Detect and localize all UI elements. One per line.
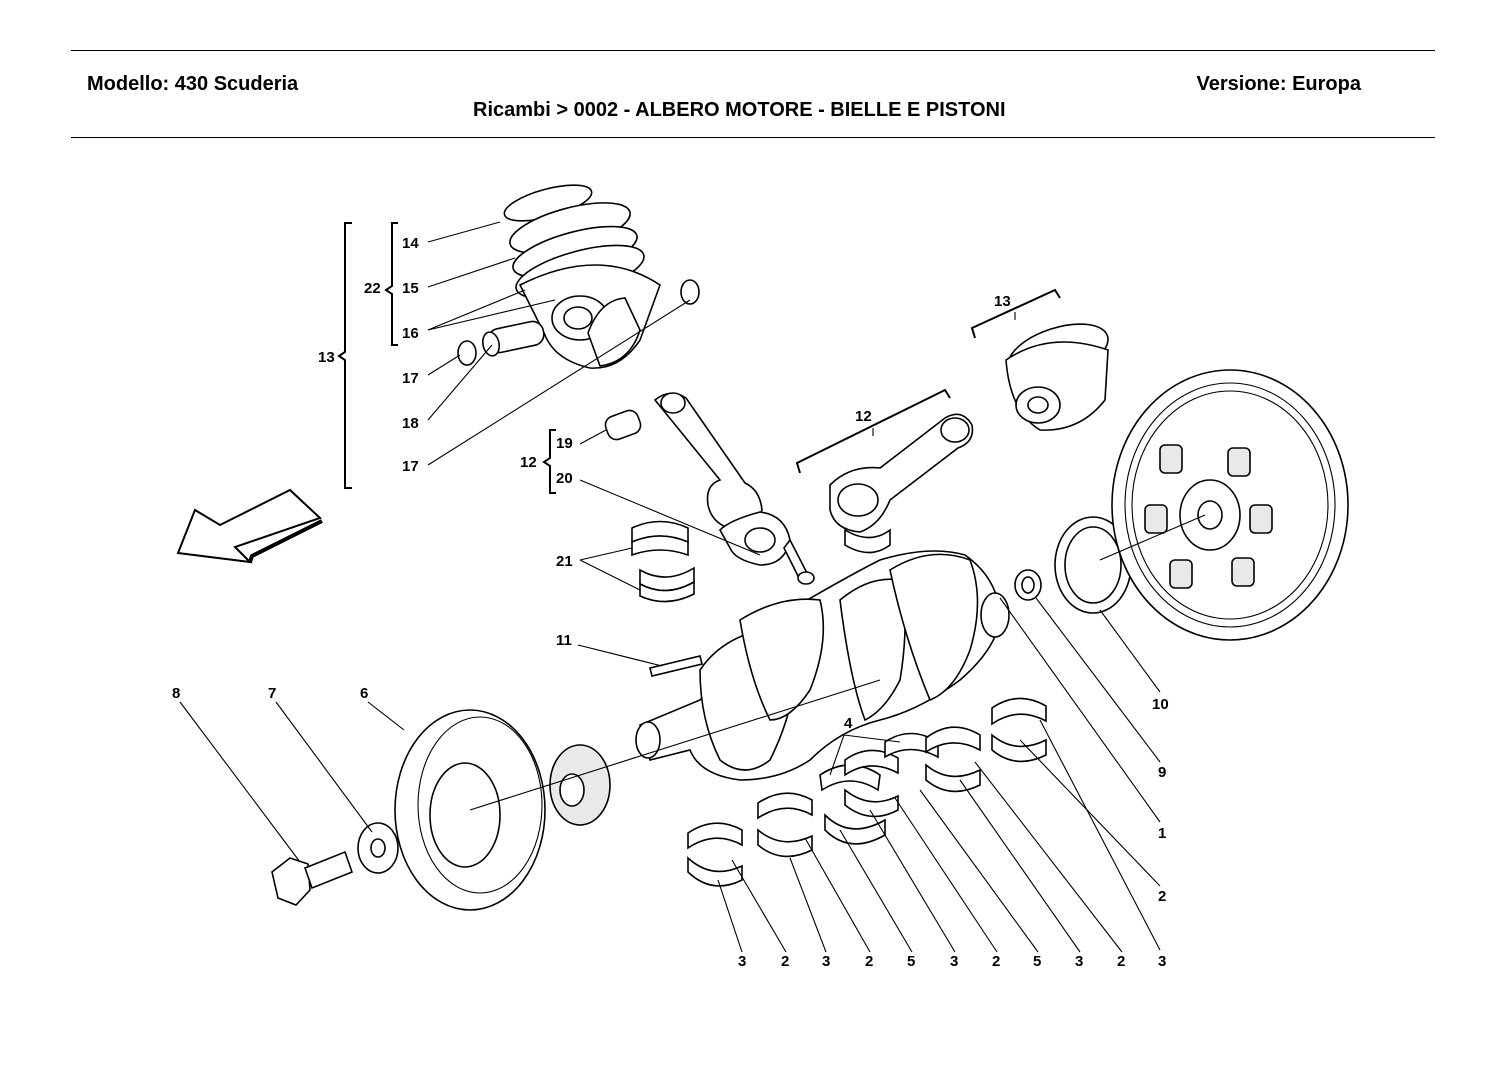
callout-13-right: 13 (994, 293, 1011, 310)
callout-17-bottom: 17 (402, 458, 419, 475)
callout-bottom-7: 2 (992, 953, 1000, 970)
conrod-bearing-shells[interactable] (631, 520, 695, 603)
crankshaft[interactable] (635, 550, 1010, 781)
leader-lines (179, 221, 1206, 953)
connecting-rod-right[interactable] (829, 413, 974, 554)
callout-3-right: 3 (1158, 953, 1166, 970)
callout-2-right: 2 (1158, 888, 1166, 905)
callout-bottom-4: 2 (865, 953, 873, 970)
oil-seal-large[interactable] (1054, 516, 1132, 614)
callout-bottom-6: 3 (950, 953, 958, 970)
header-top-rule (71, 50, 1435, 51)
flywheel[interactable] (1111, 369, 1349, 641)
main-bearing-shells[interactable] (687, 697, 1047, 887)
callout-15: 15 (402, 280, 419, 297)
woodruff-key[interactable] (649, 655, 703, 677)
version-label: Versione: Europa (1196, 73, 1362, 95)
callout-19: 19 (556, 435, 573, 452)
callout-labels: 14 15 22 16 13 17 18 17 19 12 20 21 13 1… (172, 235, 1169, 970)
callout-7: 7 (268, 685, 276, 702)
connecting-rod-left[interactable] (603, 392, 815, 585)
callout-16: 16 (402, 325, 419, 342)
timing-gear[interactable] (549, 744, 611, 826)
piston-assembly-right[interactable] (1001, 313, 1115, 431)
callout-13-left: 13 (318, 349, 335, 366)
callout-bottom-2: 2 (781, 953, 789, 970)
header-bottom-rule (71, 137, 1435, 138)
direction-arrow-icon (176, 488, 323, 564)
callout-21: 21 (556, 553, 573, 570)
callout-bottom-8: 5 (1033, 953, 1041, 970)
callout-20: 20 (556, 470, 573, 487)
callout-bottom-9: 3 (1075, 953, 1083, 970)
callout-10: 10 (1152, 696, 1169, 713)
callout-12-right: 12 (855, 408, 872, 425)
pulley-bolt[interactable] (271, 850, 354, 906)
callout-12-left: 12 (520, 454, 537, 471)
callout-bottom-1: 3 (738, 953, 746, 970)
callout-9: 9 (1158, 764, 1166, 781)
washer[interactable] (357, 822, 399, 874)
callout-bottom-5: 5 (907, 953, 915, 970)
callout-4: 4 (844, 715, 853, 732)
callout-bottom-3: 3 (822, 953, 830, 970)
breadcrumb: Ricambi > 0002 - ALBERO MOTORE - BIELLE … (473, 99, 1006, 121)
model-label: Modello: 430 Scuderia (87, 73, 299, 95)
callout-17-top: 17 (402, 370, 419, 387)
callout-1: 1 (1158, 825, 1166, 842)
callout-11: 11 (556, 632, 572, 649)
callout-22: 22 (364, 280, 381, 297)
callout-8: 8 (172, 685, 180, 702)
callout-6: 6 (360, 685, 368, 702)
oil-seal-small[interactable] (1014, 569, 1042, 601)
callout-14: 14 (402, 235, 419, 252)
callout-18: 18 (402, 415, 419, 432)
piston-assembly-left[interactable] (457, 178, 700, 369)
callout-bottom-10: 2 (1117, 953, 1125, 970)
